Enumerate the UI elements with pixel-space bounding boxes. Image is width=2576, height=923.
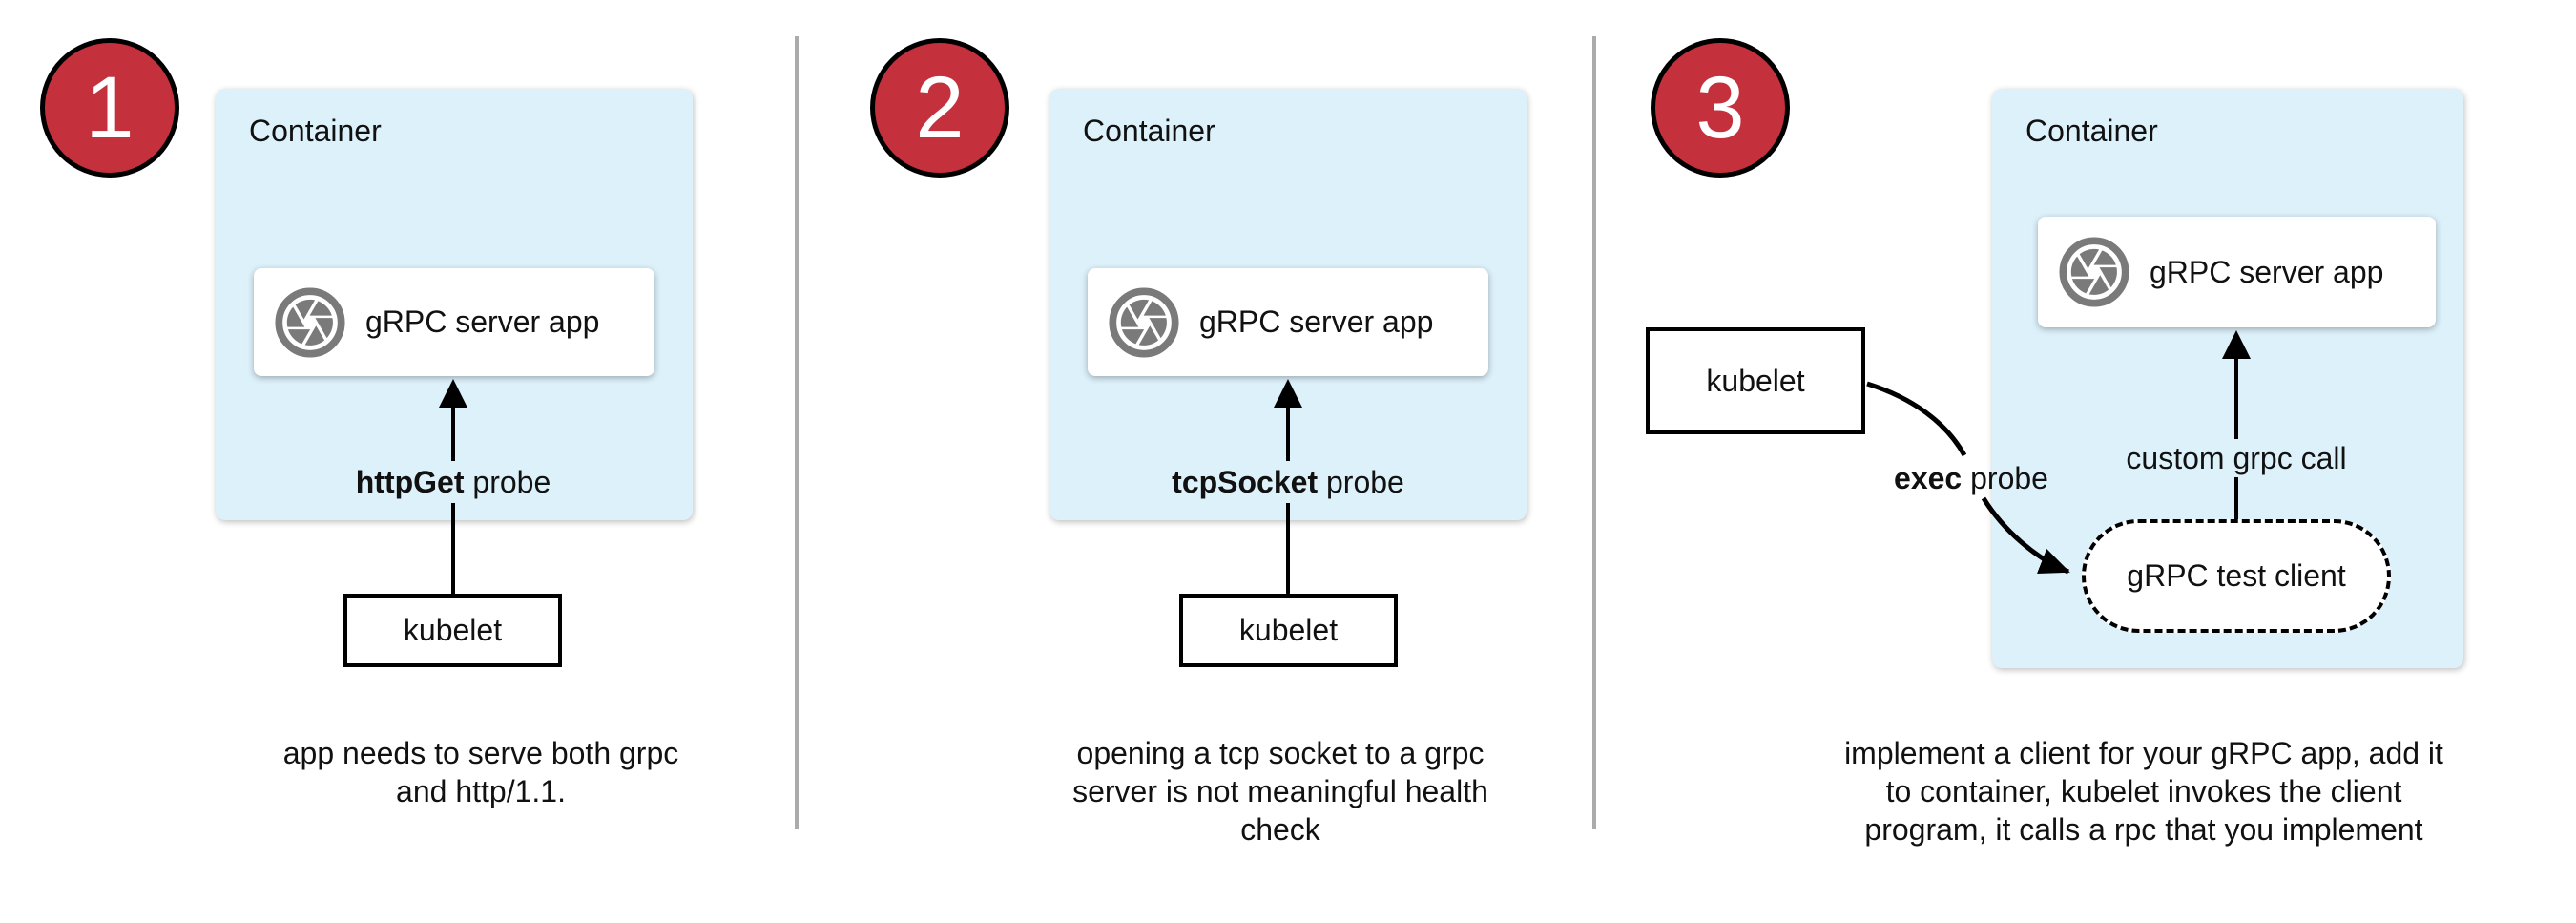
app-label-3: gRPC server app (2150, 254, 2384, 289)
kubelet-label-3: kubelet (1706, 363, 1805, 398)
grpc-server-app-card-3: gRPC server app (2038, 217, 2436, 327)
custom-grpc-call-line (2234, 477, 2238, 519)
probe-label-2: tcpSocket probe (1172, 465, 1404, 500)
kubelet-label-2: kubelet (1238, 613, 1339, 647)
container-label-1: Container (249, 114, 382, 148)
caption-line: check (1240, 812, 1320, 847)
caption-line: opening a tcp socket to a grpc (1076, 736, 1485, 770)
probe-arrow-line (1286, 503, 1290, 594)
caption-line: server is not meaningful health (1072, 774, 1488, 808)
container-label-2: Container (1083, 114, 1215, 148)
probe-arrow-line (1286, 406, 1290, 461)
kubelet-box-3: kubelet (1646, 327, 1865, 434)
arrowhead-up-icon (2222, 330, 2251, 359)
step-badge-2: 2 (870, 38, 1009, 178)
probe-type-3: exec (1894, 461, 1963, 495)
grpc-server-app-card-2: gRPC server app (1088, 268, 1488, 376)
step-badge-1: 1 (40, 38, 179, 178)
caption-line: app needs to serve both grpc (282, 736, 679, 770)
probe-label-3: exec probe (1894, 461, 2048, 496)
caption-2: opening a tcp socket to a grpc server is… (1072, 734, 1488, 849)
app-label-2: gRPC server app (1199, 304, 1434, 339)
kubelet-box-1: kubelet (343, 594, 562, 667)
step-badge-3: 3 (1651, 38, 1790, 178)
probe-label-1: httpGet probe (356, 465, 551, 500)
arrowhead-up-icon (439, 379, 467, 408)
aperture-icon (1109, 286, 1179, 358)
step-number-1: 1 (85, 59, 135, 157)
custom-grpc-call-line (2234, 357, 2238, 439)
caption-line: and http/1.1. (396, 774, 566, 808)
app-label-1: gRPC server app (365, 304, 600, 339)
panel-divider-1 (795, 36, 799, 829)
grpc-server-app-card-1: gRPC server app (254, 268, 654, 376)
exec-probe-arrow-upper (1866, 381, 1967, 457)
caption-1: app needs to serve both grpc and http/1.… (283, 734, 679, 810)
caption-line: implement a client for your gRPC app, ad… (1844, 736, 2443, 770)
probe-word-3: probe (1962, 461, 2048, 495)
probe-arrow-line (451, 406, 455, 461)
probe-type-1: httpGet (355, 465, 465, 499)
container-label-3: Container (2025, 114, 2158, 148)
grpc-test-client-box: gRPC test client (2082, 519, 2391, 633)
arrowhead-up-icon (1274, 379, 1302, 408)
custom-grpc-call-label: custom grpc call (2126, 441, 2346, 476)
kubelet-box-2: kubelet (1179, 594, 1398, 667)
step-number-3: 3 (1695, 59, 1745, 157)
caption-3: implement a client for your gRPC app, ad… (1844, 734, 2443, 849)
custom-grpc-call-text: custom grpc call (2126, 441, 2347, 475)
kubelet-label-1: kubelet (403, 613, 503, 647)
probe-word-1: probe (464, 465, 551, 499)
probe-arrow-line (451, 503, 455, 594)
panel-divider-2 (1592, 36, 1596, 829)
probe-type-2: tcpSocket (1172, 465, 1319, 499)
probe-word-2: probe (1318, 465, 1404, 499)
aperture-icon (2059, 237, 2129, 307)
caption-line: program, it calls a rpc that you impleme… (1864, 812, 2423, 847)
aperture-icon (275, 286, 345, 358)
grpc-test-client-label: gRPC test client (2127, 558, 2346, 593)
step-number-2: 2 (915, 59, 965, 157)
caption-line: to container, kubelet invokes the client (1885, 774, 2402, 808)
